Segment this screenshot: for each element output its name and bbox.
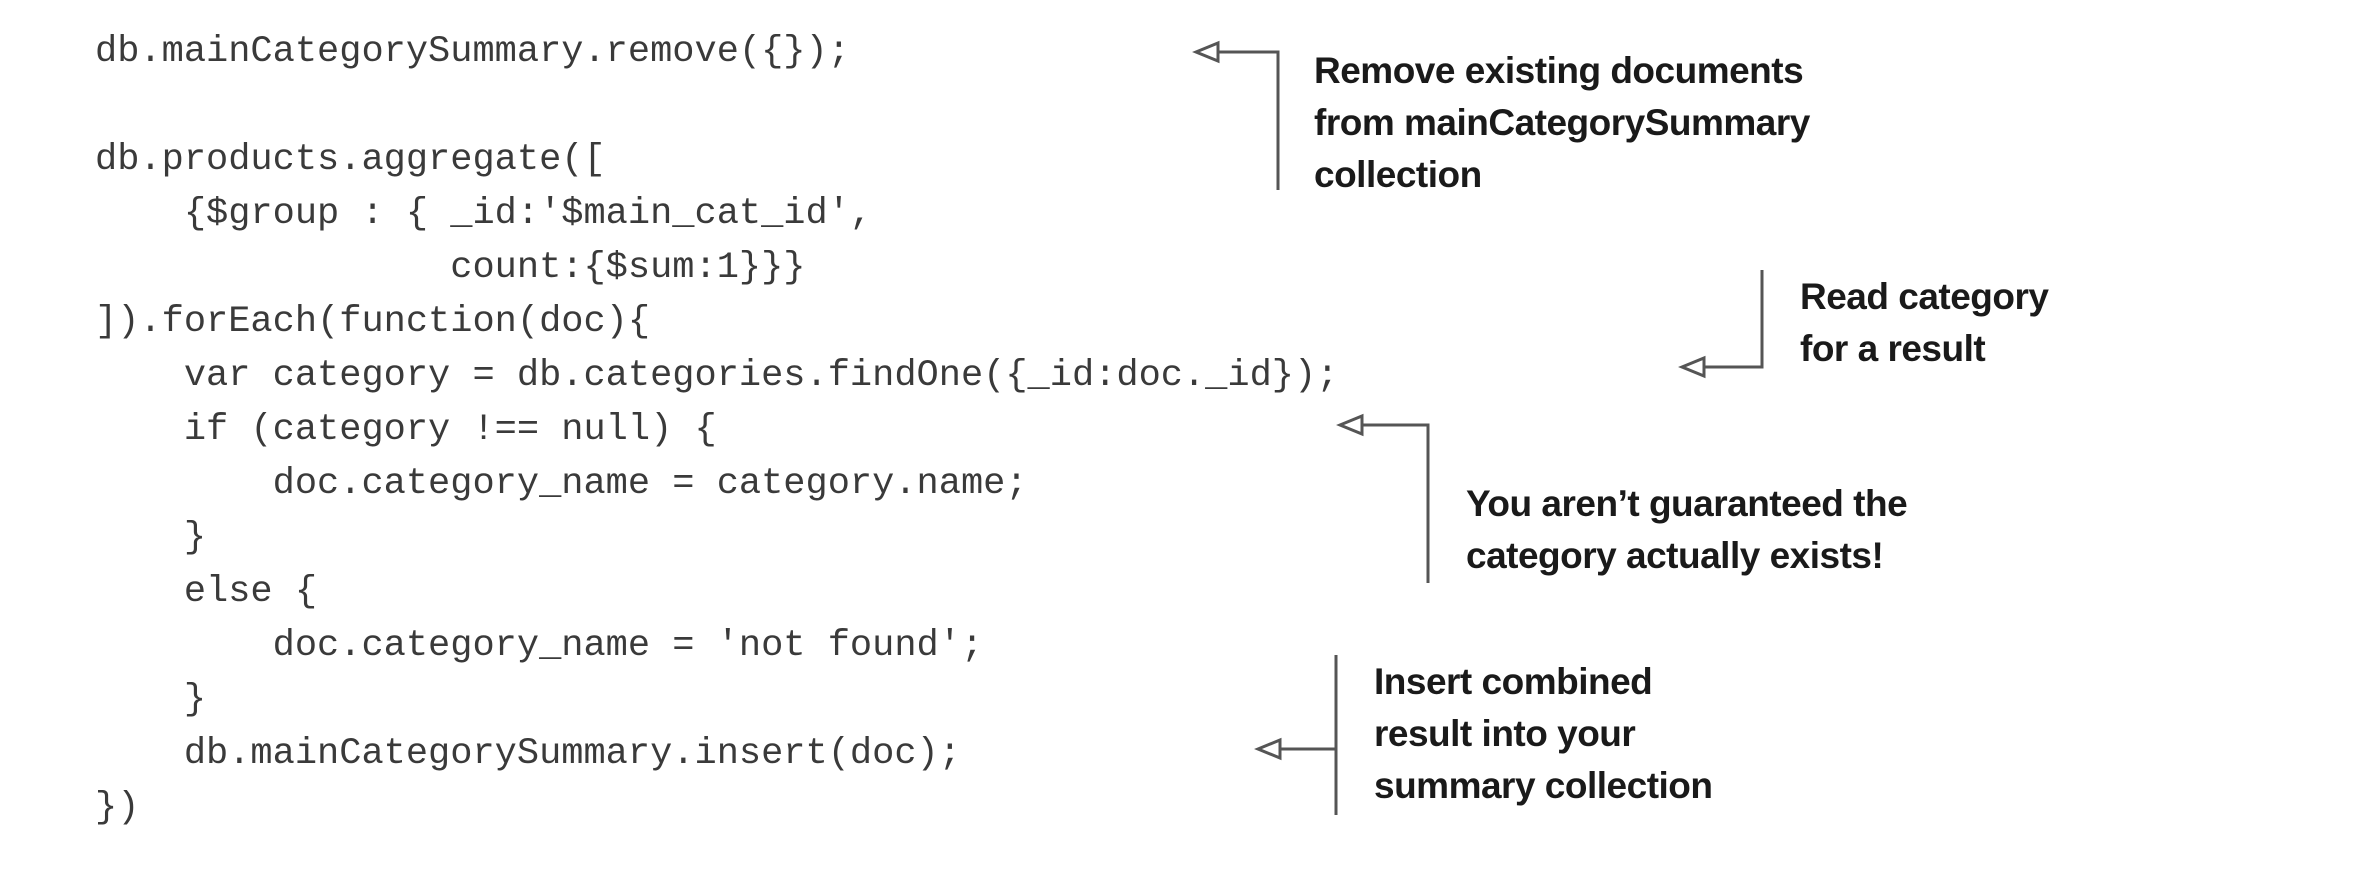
code-line-8: if (category !== null) { — [95, 409, 717, 451]
code-line-14: db.mainCategorySummary.insert(doc); — [95, 733, 961, 775]
callout-leader-remove — [1215, 50, 1280, 190]
code-line-13: } — [95, 679, 207, 721]
callout-read: Read category for a result — [1800, 271, 2049, 375]
callout-leader-read — [1702, 270, 1764, 369]
code-line-3: db.products.aggregate([ — [95, 139, 606, 181]
arrowhead-left-icon — [1254, 737, 1282, 761]
code-line-12: doc.category_name = 'not found'; — [95, 625, 984, 667]
callout-remove-line: from mainCategorySummary — [1314, 102, 1810, 143]
callout-read-line: Read category — [1800, 276, 2049, 317]
arrowhead-left-icon — [1336, 413, 1364, 437]
arrowhead-left-icon — [1678, 355, 1706, 379]
callout-leader-guarantee — [1360, 423, 1430, 583]
callout-guarantee-line: You aren’t guaranteed the — [1466, 483, 1908, 524]
callout-insert: Insert combined result into your summary… — [1374, 656, 1713, 812]
code-line-10: } — [95, 517, 207, 559]
code-line-5: count:{$sum:1}}} — [95, 247, 806, 289]
callout-read-line: for a result — [1800, 328, 1986, 369]
code-line-7: var category = db.categories.findOne({_i… — [95, 355, 1339, 397]
callout-remove-line: Remove existing documents — [1314, 50, 1804, 91]
code-line-1: db.mainCategorySummary.remove({}); — [95, 31, 850, 73]
code-line-11: else { — [95, 571, 318, 613]
code-line-9: doc.category_name = category.name; — [95, 463, 1028, 505]
callout-insert-line: Insert combined — [1374, 661, 1653, 702]
callout-insert-line: result into your — [1374, 713, 1636, 754]
callout-guarantee-line: category actually exists! — [1466, 535, 1884, 576]
callout-remove: Remove existing documents from mainCateg… — [1314, 45, 1810, 201]
callout-insert-line: summary collection — [1374, 765, 1713, 806]
code-line-4: {$group : { _id:'$main_cat_id', — [95, 193, 873, 235]
code-line-6: ]).forEach(function(doc){ — [95, 301, 651, 343]
arrowhead-left-icon — [1192, 40, 1220, 64]
code-line-15: }) — [95, 787, 140, 829]
callout-guarantee: You aren’t guaranteed the category actua… — [1466, 478, 1908, 582]
callout-remove-line: collection — [1314, 154, 1482, 195]
